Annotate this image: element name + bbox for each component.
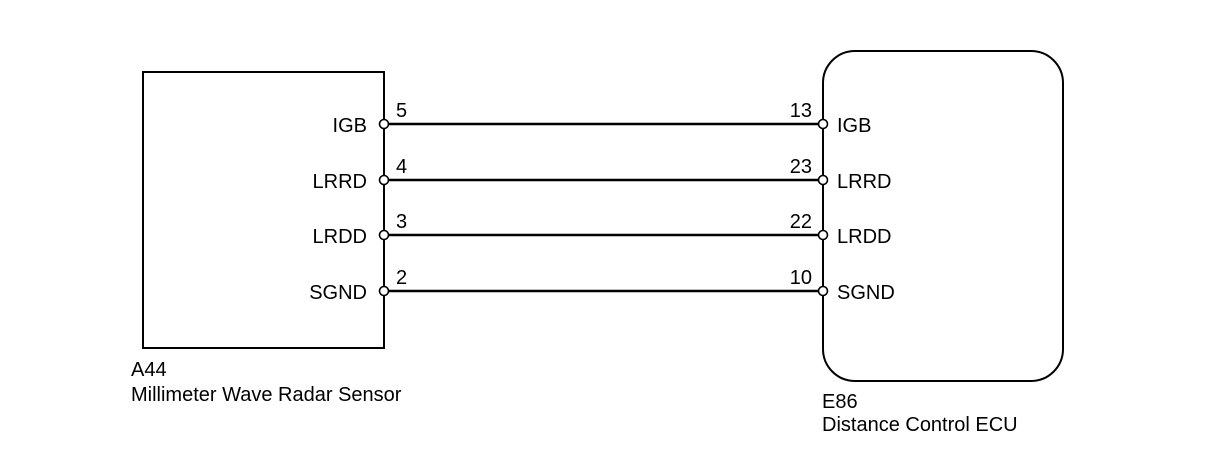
right-pin-number: 22 [790, 211, 812, 233]
left-pin-number: 2 [396, 267, 407, 289]
left-terminal-icon [378, 229, 390, 241]
right-pin-number: 10 [790, 267, 812, 289]
left-terminal-icon [378, 118, 390, 130]
right-component-name: Distance Control ECU [822, 414, 1018, 436]
left-terminal-icon [378, 174, 390, 186]
right-pin-number: 23 [790, 156, 812, 178]
left-pin-label: LRDD [313, 226, 367, 248]
connection-igb: IGB 5 13 IGB [333, 100, 872, 137]
left-pin-number: 3 [396, 211, 407, 233]
left-pin-label: SGND [309, 282, 367, 304]
right-terminal-icon [817, 285, 829, 297]
right-component-code: E86 [822, 391, 858, 413]
right-pin-number: 13 [790, 100, 812, 122]
connection-lrdd: LRDD 3 22 LRDD [313, 211, 892, 248]
connection-sgnd: SGND 2 10 SGND [309, 267, 895, 304]
right-terminal-icon [817, 174, 829, 186]
right-terminal-icon [817, 118, 829, 130]
right-pin-label: LRDD [837, 226, 891, 248]
left-pin-number: 5 [396, 100, 407, 122]
left-pin-label: LRRD [313, 171, 367, 193]
right-terminal-icon [817, 229, 829, 241]
right-component-box [822, 50, 1064, 382]
left-component-box [142, 71, 385, 349]
connection-lrrd: LRRD 4 23 LRRD [313, 156, 892, 193]
right-pin-label: LRRD [837, 171, 891, 193]
left-pin-label: IGB [333, 115, 367, 137]
left-component-code: A44 [131, 359, 167, 381]
left-component-name: Millimeter Wave Radar Sensor [131, 384, 402, 406]
right-pin-label: IGB [837, 115, 871, 137]
right-pin-label: SGND [837, 282, 895, 304]
left-pin-number: 4 [396, 156, 407, 178]
left-terminal-icon [378, 285, 390, 297]
